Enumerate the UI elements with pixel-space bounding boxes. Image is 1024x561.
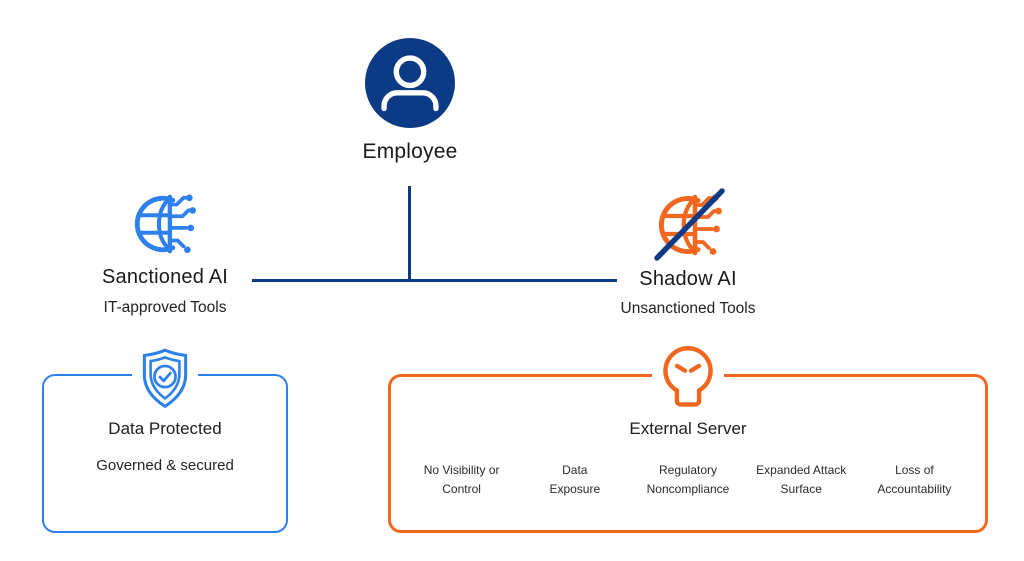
risk-line: Regulatory — [658, 463, 718, 477]
connector-vertical-line — [408, 186, 411, 280]
sanctioned-ai-subtitle: IT-approved Tools — [103, 299, 227, 316]
risk-item-accountability: Loss of Accountability — [858, 461, 971, 498]
external-server-title: External Server — [629, 419, 747, 438]
risk-item-no-visibility: No Visibility or Control — [405, 461, 518, 498]
shield-check-icon — [132, 347, 198, 410]
connector-horizontal-line — [252, 279, 617, 282]
risk-line: Data — [562, 463, 588, 477]
skull-icon — [652, 345, 724, 407]
employee-label: Employee — [362, 140, 458, 163]
slash-overlay — [654, 188, 725, 261]
data-protected-box: Data Protected Governed & secured — [42, 347, 288, 533]
risk-line: Control — [442, 481, 481, 496]
risk-line: Exposure — [549, 481, 601, 496]
sanctioned-ai-title: Sanctioned AI — [101, 266, 229, 288]
external-server-box: External Server No Visibility or Control… — [388, 345, 988, 533]
globe-circuit-slash-icon — [653, 188, 725, 261]
shadow-ai-subtitle: Unsanctioned Tools — [620, 300, 756, 317]
risk-item-regulatory: Regulatory Noncompliance — [631, 461, 744, 498]
risk-line: No Visibility or — [423, 463, 500, 477]
risk-list: No Visibility or Control Data Exposure R… — [391, 461, 985, 498]
risk-item-attack-surface: Expanded Attack Surface — [745, 461, 858, 498]
risk-line: Expanded Attack — [756, 463, 847, 477]
globe-circuit-icon — [131, 190, 201, 258]
risk-line: Noncompliance — [646, 481, 730, 496]
data-protected-title: Data Protected — [108, 419, 222, 438]
risk-item-data-exposure: Data Exposure — [518, 461, 631, 498]
employee-avatar-icon — [365, 38, 455, 128]
risk-line: Loss of — [895, 463, 934, 477]
person-icon — [365, 38, 455, 128]
risk-line: Surface — [780, 481, 822, 496]
risk-line: Accountability — [877, 481, 952, 496]
data-protected-subtitle: Governed & secured — [96, 457, 234, 474]
shadow-ai-title: Shadow AI — [639, 268, 737, 290]
